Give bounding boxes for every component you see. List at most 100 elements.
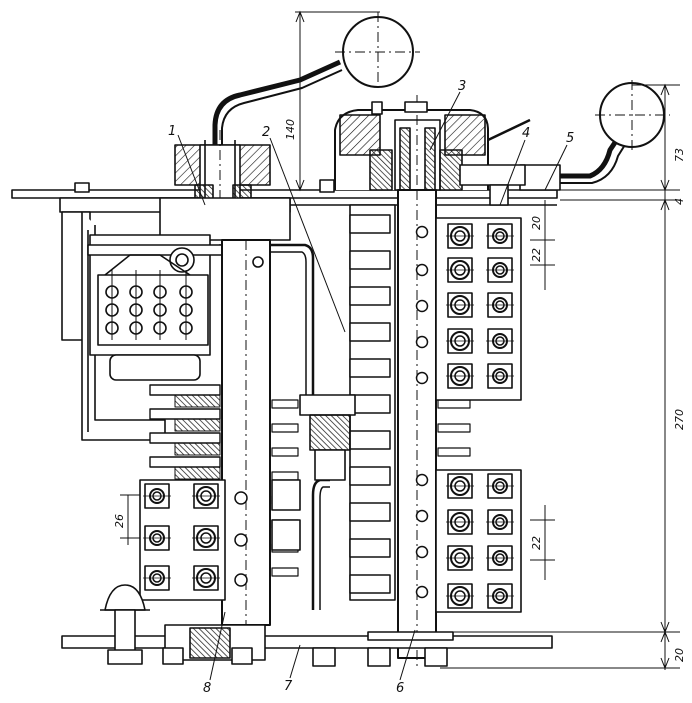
dim-140: 140 <box>284 119 297 140</box>
left-spindle <box>221 239 271 640</box>
shaft-rivet <box>415 371 429 385</box>
disc-plate-mid <box>271 423 299 433</box>
terminal-screw <box>192 483 220 509</box>
terminal-screw <box>446 545 474 571</box>
cam-tooth <box>349 250 391 270</box>
terminal-screw <box>486 473 514 499</box>
main-shaft <box>397 189 437 670</box>
dim-270: 270 <box>673 409 686 430</box>
dim-22-bottom: 22 <box>530 536 543 550</box>
terminal-screw <box>446 363 474 389</box>
right-upper-terminals <box>435 217 522 401</box>
cam-tooth <box>349 574 391 594</box>
terminal-screw <box>486 583 514 609</box>
terminal-screw <box>486 257 514 283</box>
bottom-nuts <box>162 647 448 667</box>
cam-tooth <box>349 394 391 414</box>
cam-tooth <box>349 430 391 450</box>
dim-22-top: 22 <box>530 248 543 262</box>
spindle-rivet <box>234 533 248 547</box>
shaft-rivet <box>415 335 429 349</box>
disc-plate-right <box>437 399 471 409</box>
spindle-rivet <box>234 491 248 505</box>
label-part-2: 2 <box>262 125 270 140</box>
terminal-screw <box>486 292 514 318</box>
left-handle-hub <box>159 130 291 250</box>
dim-20-top: 20 <box>530 216 543 230</box>
cam-tooth <box>349 286 391 306</box>
label-part-7: 7 <box>284 679 293 694</box>
terminal-screw <box>192 565 220 591</box>
dimension-labels: 140 73 4 20 22 270 26 22 20 <box>113 119 686 662</box>
cam-stack <box>349 204 396 601</box>
terminal-screw <box>446 473 474 499</box>
dim-73: 73 <box>673 148 686 162</box>
shaft-rivet <box>415 545 429 559</box>
shaft-rivet <box>415 225 429 239</box>
disc-plate-mid <box>271 567 299 577</box>
terminal-screw <box>446 223 474 249</box>
top-screws <box>74 101 509 206</box>
label-part-3: 3 <box>458 79 466 94</box>
cam-tooth <box>349 466 391 486</box>
disc-plate-mid <box>271 471 299 481</box>
disc-spacer <box>174 466 221 480</box>
shaft-rivet <box>415 263 429 277</box>
shaft-rivet <box>415 509 429 523</box>
right-lower-terminals <box>435 469 522 613</box>
cam-tooth <box>349 538 391 558</box>
spindle-rivet <box>234 573 248 587</box>
left-lower-terminals <box>139 479 226 601</box>
shaft-rivet <box>415 473 429 487</box>
left-foot-bolt <box>100 584 150 665</box>
terminal-screw <box>486 328 514 354</box>
cam-tooth <box>349 358 391 378</box>
label-part-6: 6 <box>396 681 404 696</box>
terminal-screw <box>143 565 171 591</box>
cam-tooth <box>349 502 391 522</box>
terminal-screw <box>446 292 474 318</box>
terminal-screw <box>446 583 474 609</box>
disc-spacer <box>174 418 221 432</box>
disc-plate <box>149 384 221 396</box>
disc-spacer <box>174 442 221 456</box>
dim-26: 26 <box>113 514 126 528</box>
terminal-screw <box>486 545 514 571</box>
middle-contact-column <box>271 394 356 551</box>
left-handle <box>212 12 420 160</box>
disc-plate-mid <box>271 399 299 409</box>
label-part-8: 8 <box>203 681 211 696</box>
cam-tooth <box>349 214 391 234</box>
disc-plate-right <box>437 447 471 457</box>
part-labels: 1 2 3 4 5 6 7 8 <box>168 79 574 696</box>
shaft-rivet <box>415 585 429 599</box>
terminal-screw <box>486 223 514 249</box>
disc-plate <box>149 408 221 420</box>
terminal-screw <box>446 328 474 354</box>
dim-4: 4 <box>673 198 686 205</box>
disc-plate <box>149 456 221 468</box>
terminal-screw <box>192 525 220 551</box>
terminal-screw <box>143 525 171 551</box>
terminal-screw <box>446 257 474 283</box>
right-handle <box>519 80 670 191</box>
disc-plate-mid <box>271 447 299 457</box>
disc-plate-right <box>437 423 471 433</box>
left-terminal-block <box>97 254 209 346</box>
terminal-screw <box>486 509 514 535</box>
terminal-screw <box>143 483 171 509</box>
terminal-screw <box>446 509 474 535</box>
shaft-rivet <box>415 299 429 313</box>
cam-housing <box>334 95 531 220</box>
label-part-5: 5 <box>566 131 574 146</box>
label-part-4: 4 <box>522 126 530 141</box>
cam-tooth <box>349 322 391 342</box>
dimension-lines <box>120 10 680 681</box>
disc-spacer <box>174 394 221 408</box>
dim-20-bottom: 20 <box>673 648 686 662</box>
disc-plate <box>149 432 221 444</box>
terminal-screw <box>486 363 514 389</box>
label-part-1: 1 <box>168 124 176 139</box>
